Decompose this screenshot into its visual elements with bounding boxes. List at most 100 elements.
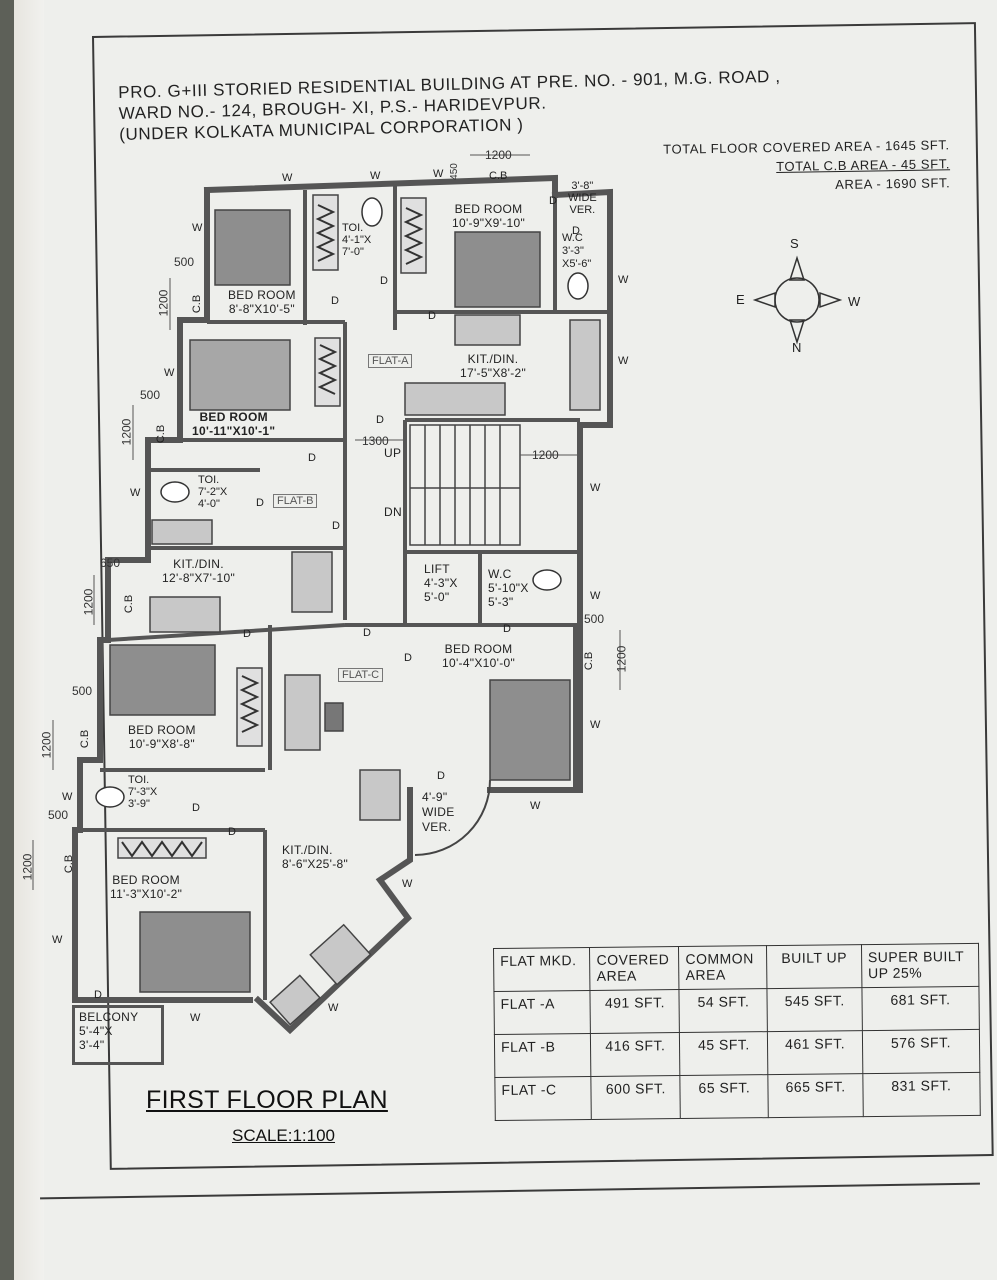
window-mark-16: W bbox=[328, 1002, 339, 1014]
stair-up-label: UP bbox=[384, 446, 402, 460]
cell: 461 SFT. bbox=[767, 1030, 863, 1075]
dim-500-3: 500 bbox=[72, 684, 93, 698]
door-mark-5: D bbox=[572, 225, 580, 237]
window-mark-12: W bbox=[62, 791, 73, 803]
window-mark-1: W bbox=[282, 172, 293, 184]
furniture-beds bbox=[109, 209, 571, 993]
cell: 831 SFT. bbox=[862, 1072, 981, 1117]
room-c-kitchen: KIT./DIN.8'-6"X25'-8" bbox=[282, 843, 349, 871]
window-mark-6: W bbox=[618, 355, 629, 367]
window-mark-7: W bbox=[164, 367, 175, 379]
cell: 54 SFT. bbox=[679, 988, 768, 1033]
window-mark-17: W bbox=[190, 1012, 201, 1024]
cell: 45 SFT. bbox=[679, 1031, 769, 1076]
room-b-kitchen: KIT./DIN.12'-8"X7'-10" bbox=[162, 557, 236, 585]
sofa-b bbox=[291, 551, 333, 613]
table-row: FLAT -A 491 SFT. 54 SFT. 545 SFT. 681 SF… bbox=[493, 986, 980, 1035]
bed-c bbox=[489, 679, 571, 781]
bed-b1 bbox=[189, 339, 291, 411]
dim-1200-2: 1200 bbox=[119, 418, 134, 446]
stair-down-label: DN bbox=[384, 505, 402, 519]
cell: 491 SFT. bbox=[590, 989, 680, 1034]
dim-1200-8: 1200 bbox=[532, 448, 559, 462]
paper-sheet bbox=[14, 0, 997, 1280]
bed-b2 bbox=[109, 644, 216, 716]
window-mark-3: W bbox=[433, 168, 444, 180]
dimension-lines bbox=[32, 154, 621, 890]
dining-a bbox=[454, 314, 521, 346]
counter-b1 bbox=[151, 519, 213, 545]
window-mark-2: W bbox=[370, 170, 381, 182]
door-mark-12: D bbox=[404, 652, 412, 664]
wall-b-left-1 bbox=[145, 437, 183, 563]
wall-a-right bbox=[551, 188, 613, 428]
dim-1200-3: 1200 bbox=[81, 588, 96, 616]
door-mark-11: D bbox=[363, 627, 371, 639]
dim-1200-6: 1200 bbox=[614, 645, 629, 673]
cb-mark-6: C.B bbox=[583, 651, 596, 671]
door-mark-2: D bbox=[380, 275, 388, 287]
flat-a-tag: FLAT-A bbox=[368, 354, 413, 368]
toilets bbox=[95, 197, 589, 808]
furniture-misc bbox=[149, 314, 601, 1026]
door-mark-3: D bbox=[428, 310, 436, 322]
outer-walls bbox=[72, 174, 613, 1035]
door-mark-7: D bbox=[308, 452, 316, 464]
cell: 65 SFT. bbox=[680, 1074, 769, 1119]
dim-1200-7: 1200 bbox=[485, 148, 512, 162]
plan-title: FIRST FLOOR PLAN bbox=[146, 1086, 388, 1114]
wall-a-left bbox=[177, 187, 210, 443]
flat-c-tag: FLAT-C bbox=[338, 668, 384, 682]
door-mark-8: D bbox=[256, 497, 264, 509]
stair bbox=[409, 424, 521, 546]
dining-b bbox=[149, 596, 221, 633]
dim-1200-1: 1200 bbox=[156, 289, 171, 317]
dim-500-4: 500 bbox=[48, 808, 69, 822]
wall-a-top bbox=[203, 174, 558, 198]
cell: 600 SFT. bbox=[591, 1075, 681, 1120]
th-common: COMMON AREA bbox=[678, 945, 768, 990]
door-mark-10: D bbox=[243, 628, 251, 640]
window-mark-15: W bbox=[52, 934, 63, 946]
cb-mark-4: C.B bbox=[79, 729, 92, 749]
sink-c bbox=[269, 974, 321, 1026]
cb-mark-7: C.B bbox=[489, 170, 508, 182]
flat-b-tag: FLAT-B bbox=[273, 494, 318, 508]
door-mark-13: D bbox=[503, 623, 511, 635]
plan-scale: SCALE:1:100 bbox=[232, 1126, 336, 1145]
door-mark-6: D bbox=[376, 414, 384, 426]
window-mark-11: W bbox=[590, 719, 601, 731]
cell: FLAT -B bbox=[494, 1033, 592, 1078]
th-flat: FLAT MKD. bbox=[493, 947, 591, 992]
table-header-row: FLAT MKD. COVERED AREA COMMON AREA BUILT… bbox=[493, 943, 979, 992]
th-super: SUPER BUILT UP 25% bbox=[861, 943, 979, 988]
dim-650: 650 bbox=[100, 556, 121, 570]
cell: 416 SFT. bbox=[590, 1032, 681, 1077]
window-mark-5: W bbox=[618, 274, 629, 286]
compass bbox=[752, 255, 843, 345]
dim-500-2: 500 bbox=[140, 388, 161, 402]
door-mark-14: D bbox=[437, 770, 445, 782]
cell: FLAT -C bbox=[494, 1076, 592, 1121]
table-row: FLAT -B 416 SFT. 45 SFT. 461 SFT. 576 SF… bbox=[494, 1029, 980, 1078]
sofa-c bbox=[284, 674, 321, 751]
cell: 576 SFT. bbox=[862, 1029, 980, 1074]
door-mark-17: D bbox=[94, 989, 102, 1001]
compass-e: E bbox=[736, 292, 745, 307]
wall-c-right bbox=[487, 422, 583, 793]
counter-a bbox=[569, 319, 601, 411]
bed-a2 bbox=[454, 231, 541, 308]
dim-1200-5: 1200 bbox=[20, 853, 35, 881]
paper-edge bbox=[14, 0, 44, 1280]
door-mark-9: D bbox=[332, 520, 340, 532]
